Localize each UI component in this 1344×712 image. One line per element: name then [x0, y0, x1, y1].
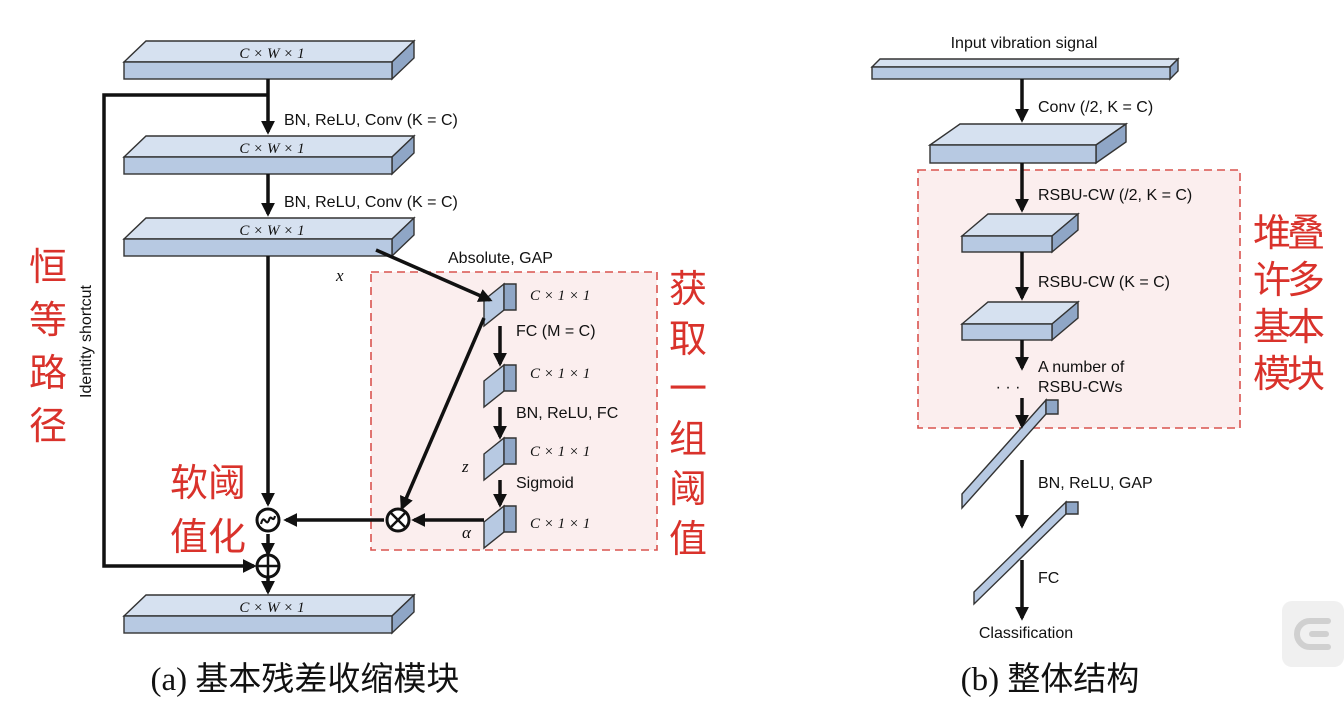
vector-box-4	[483, 504, 517, 550]
red-soft-threshold-line-2: 值化	[170, 515, 246, 559]
feature-map-output-label: C × W × 1	[239, 600, 304, 616]
op-abs-gap-label: Absolute, GAP	[448, 250, 553, 267]
red-stack-char-4: 多	[1287, 258, 1325, 302]
app-logo-icon	[1282, 601, 1344, 667]
op-number-label-2: RSBU-CWs	[1038, 379, 1122, 396]
op-fc-label: FC (M = C)	[516, 323, 596, 340]
red-stack-char-3: 许	[1253, 258, 1291, 302]
red-threshold-char-5: 阈	[669, 467, 707, 511]
feature-map-top: C × W × 1	[122, 39, 416, 81]
op-rsbu-1-label: RSBU-CW (/2, K = C)	[1038, 187, 1192, 204]
vector-box-3	[483, 436, 517, 482]
arrow-z-to-multiply	[400, 317, 486, 511]
red-stack-char-6: 本	[1287, 305, 1325, 349]
output-label: Classification	[979, 625, 1073, 642]
red-identity-char-3: 路	[29, 351, 67, 395]
feature-map-3: C × W × 1	[122, 216, 416, 258]
red-stack-char-5: 基	[1253, 305, 1291, 349]
red-stack-char-2: 叠	[1287, 211, 1325, 255]
identity-shortcut-line	[102, 93, 268, 573]
multiply-symbol	[385, 507, 411, 533]
vector-box-2	[483, 363, 517, 409]
rsbu-feature-map-2	[960, 300, 1080, 342]
soft-threshold-symbol	[255, 507, 281, 533]
op-dots-label: · · ·	[996, 379, 1021, 396]
red-identity-char-2: 等	[29, 298, 67, 342]
op-rsbu-2-label: RSBU-CW (K = C)	[1038, 274, 1170, 291]
stacked-modules-region	[917, 169, 1241, 429]
conv-feature-map	[927, 122, 1129, 165]
op-fc-label-right: FC	[1038, 570, 1059, 587]
var-alpha-label: α	[462, 523, 472, 542]
identity-shortcut-label: Identity shortcut	[78, 285, 95, 399]
red-identity-char-1: 恒	[29, 245, 67, 289]
fc-vector	[973, 500, 1079, 606]
op-bn-gap-label: BN, ReLU, GAP	[1038, 475, 1153, 492]
var-x-label: x	[335, 266, 344, 285]
sum-symbol	[255, 553, 281, 579]
feature-map-output: C × W × 1	[122, 593, 416, 635]
feature-map-3-label: C × W × 1	[239, 223, 304, 239]
vector-4-label: C × 1 × 1	[530, 516, 590, 532]
op-bn-conv-2-label: BN, ReLU, Conv (K = C)	[284, 194, 458, 211]
vector-1-label: C × 1 × 1	[530, 288, 590, 304]
red-threshold-char-4: 组	[669, 417, 707, 461]
feature-map-2: C × W × 1	[122, 134, 416, 176]
red-soft-threshold-line-1: 软阈	[170, 461, 246, 505]
threshold-estimation-region	[370, 271, 658, 551]
vector-3-label: C × 1 × 1	[530, 444, 590, 460]
op-sigmoid-label: Sigmoid	[516, 475, 574, 492]
input-signal-label: Input vibration signal	[951, 35, 1098, 52]
op-bn-conv-1-label: BN, ReLU, Conv (K = C)	[284, 112, 458, 129]
rsbu-feature-map-1	[960, 212, 1080, 254]
feature-map-top-label: C × W × 1	[239, 46, 304, 62]
input-signal-bar	[870, 57, 1180, 81]
red-stack-char-7: 模	[1253, 352, 1291, 396]
red-threshold-char-6: 值	[669, 517, 707, 561]
caption-b: (b) 整体结构	[961, 661, 1140, 698]
red-threshold-char-3: 一	[669, 367, 707, 411]
op-number-label-1: A number of	[1038, 359, 1125, 376]
red-stack-char-1: 堆	[1253, 211, 1291, 255]
feature-map-2-label: C × W × 1	[239, 141, 304, 157]
var-z-label: z	[461, 457, 469, 476]
op-conv-label: Conv (/2, K = C)	[1038, 99, 1153, 116]
caption-a: (a) 基本残差收缩模块	[151, 661, 460, 698]
red-threshold-char-1: 获	[669, 267, 707, 311]
vector-box-1	[483, 282, 517, 328]
vector-2-label: C × 1 × 1	[530, 366, 590, 382]
red-identity-char-4: 径	[29, 404, 67, 448]
arrow-abs-gap	[375, 248, 493, 302]
red-stack-char-8: 块	[1287, 352, 1325, 396]
op-bn-fc-label: BN, ReLU, FC	[516, 405, 618, 422]
red-threshold-char-2: 取	[669, 317, 707, 361]
